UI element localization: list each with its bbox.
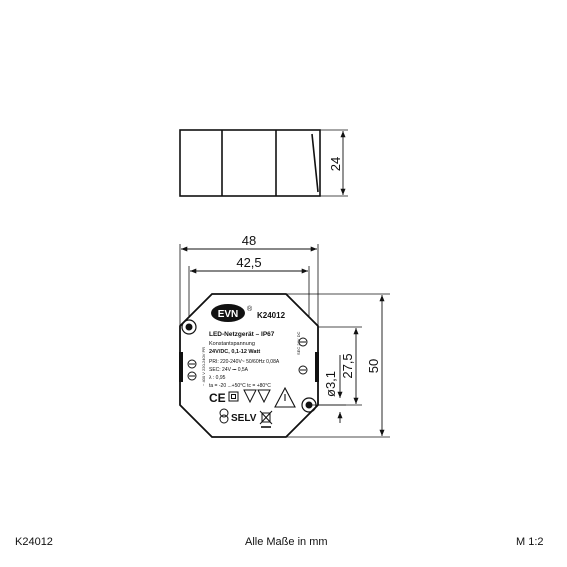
product-subtitle: Konstantspannung	[209, 341, 255, 347]
right-side-marking: SEC 24V DC	[296, 332, 301, 355]
footer-model: K24012	[15, 536, 53, 548]
terminal-left	[187, 359, 197, 381]
side-view-body	[179, 129, 321, 197]
dim-height-outer: 50	[366, 359, 381, 373]
side-view-bevel	[311, 133, 319, 193]
top-view-dimensions	[179, 244, 390, 438]
mounting-hole-top-left	[181, 319, 197, 335]
dim-width-holes: 42,5	[236, 255, 261, 270]
footer-units-note: Alle Maße in mm	[245, 536, 328, 548]
temperature-spec: ta = -20 ...+50°C tc = +80°C	[209, 383, 271, 389]
product-title: LED-Netzgerät – IP67	[209, 331, 275, 338]
dim-height-holes: 27,5	[340, 353, 355, 378]
power-factor: λ : 0,95	[209, 375, 226, 381]
dim-width-outer: 48	[242, 233, 256, 248]
registered-mark: ®	[247, 305, 253, 313]
primary-spec: PRI: 220-240V~ 50/60Hz 0,08A	[209, 359, 280, 365]
warning-triangle-icon	[274, 386, 296, 408]
waste-bin-icon	[259, 410, 273, 428]
dim-hole-diameter: ø3,1	[323, 371, 338, 397]
secondary-spec: SEC: 24V ⎓ 0,5A	[209, 367, 249, 373]
mounting-hole-bottom-right	[301, 397, 317, 413]
product-rating: 24V/DC, 0,1-12 Watt	[209, 349, 260, 355]
side-view	[179, 129, 348, 197]
selv-mark: SELV	[231, 413, 257, 424]
evn-logo: EVN	[211, 304, 245, 322]
top-view: EVN ® K24012 LED-Netzgerät – IP67 Konsta…	[179, 293, 319, 438]
terminal-right	[298, 337, 308, 375]
footer-scale: M 1:2	[516, 536, 544, 548]
evn-logo-text: EVN	[218, 309, 239, 320]
left-side-marking: ~ 400 V 220-240V PR	[201, 347, 206, 386]
double-insulation-icon	[228, 391, 239, 402]
transformer-icon	[219, 408, 229, 424]
temperature-class-icon	[243, 389, 271, 404]
ce-mark: CE	[209, 391, 226, 405]
dim-height-side: 24	[328, 157, 343, 171]
model-label: K24012	[257, 311, 286, 320]
